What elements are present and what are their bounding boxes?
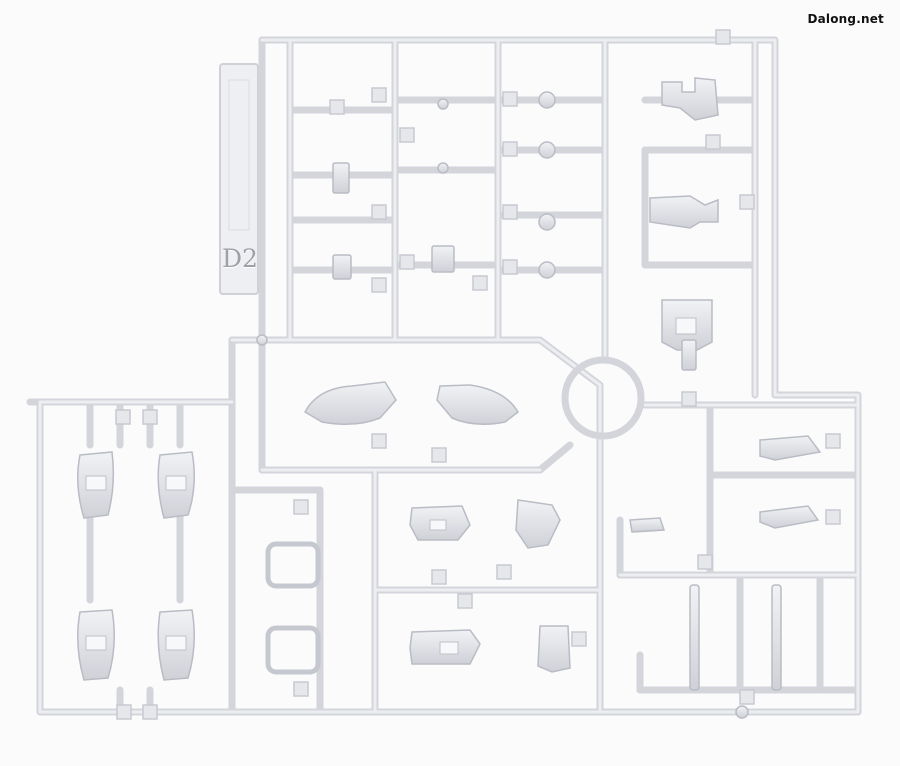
circular-runner — [561, 356, 645, 440]
gate-tabs — [115, 29, 841, 720]
sprue-label-tab — [219, 63, 259, 295]
watermark-text: Dalong.net — [807, 12, 884, 26]
plastic-parts — [77, 77, 822, 719]
sprue-label: D2 — [222, 244, 258, 273]
runner-frame — [26, 36, 862, 716]
